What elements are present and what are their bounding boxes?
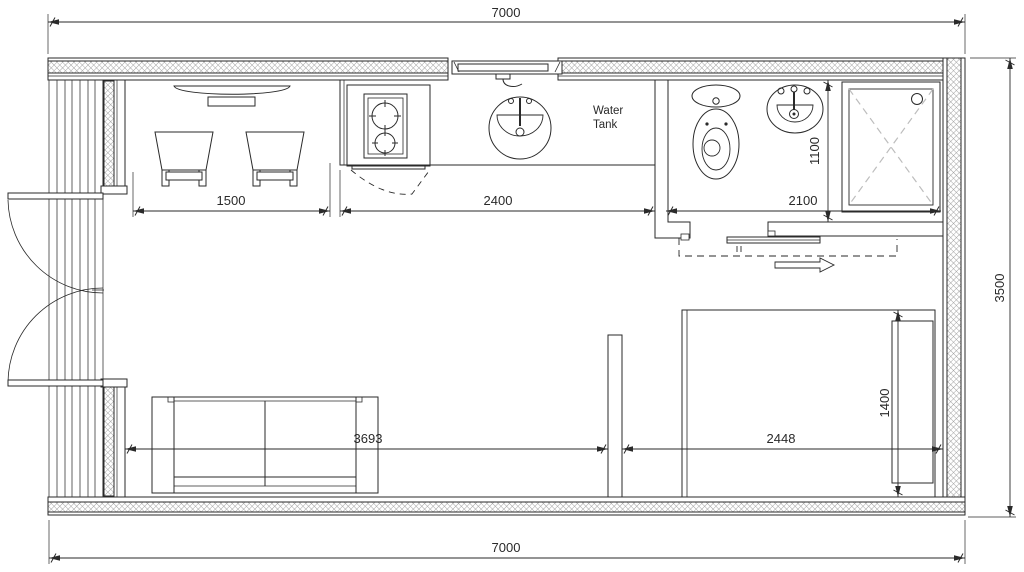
- double-entry-door: [7, 192, 104, 387]
- bathroom-wall-bottom: [767, 221, 944, 237]
- sliding-door: [678, 236, 898, 273]
- kitchen-sink: [488, 96, 552, 160]
- wall-bottom: [47, 496, 966, 516]
- bathroom-basin: [766, 84, 824, 134]
- window-leaf: [457, 63, 549, 72]
- stove: [363, 93, 408, 159]
- wall-right: [942, 57, 966, 516]
- shower-drain: [911, 93, 923, 105]
- bed-headboard: [891, 320, 934, 484]
- dimension-height-right: [968, 57, 1016, 518]
- slide-direction-arrow: [774, 257, 836, 273]
- wall-top: [47, 57, 966, 81]
- dining-set: [154, 85, 305, 187]
- chair: [245, 131, 305, 187]
- partition-wall: [607, 334, 623, 498]
- dining-table: [173, 85, 291, 95]
- dim-label-bathroom-depth: 1100: [807, 137, 822, 165]
- door-leaf-bottom: [7, 379, 104, 387]
- window-hinge-marks: [453, 61, 561, 73]
- door-stop: [767, 230, 776, 237]
- window-handle-curve: [502, 78, 523, 87]
- dim-label-kitchen: 2400: [484, 193, 513, 208]
- kitchen: [339, 80, 656, 195]
- water-tank-label: Water Tank: [593, 105, 626, 131]
- door-leaf-top: [7, 192, 104, 200]
- sliding-door-track-dashed: [678, 238, 898, 257]
- door-stop: [680, 233, 690, 241]
- cabinet-swing-dashed: [350, 169, 430, 195]
- dimension-dining: [132, 163, 331, 217]
- dim-label-dining: 1500: [217, 193, 246, 208]
- shower-cross: [848, 88, 934, 206]
- dim-label-bed-depth: 1400: [877, 389, 892, 418]
- dimension-width-bottom: [48, 520, 966, 564]
- bathroom-wall-left: [654, 79, 691, 239]
- shower: [841, 81, 941, 213]
- dim-label-width-top: 7000: [492, 5, 521, 20]
- dining-table-base: [207, 96, 256, 107]
- dim-label-bed-length: 2448: [767, 431, 796, 446]
- kitchen-window: [447, 58, 563, 87]
- dimension-kitchen: [339, 170, 655, 217]
- bathroom: [654, 79, 944, 273]
- dim-label-width-bottom: 7000: [492, 540, 521, 555]
- sofa: [151, 396, 379, 494]
- door-swing-arc-bottom: [7, 287, 104, 383]
- door-swing-arc-top: [7, 199, 104, 294]
- wall-left-upper: [100, 79, 128, 195]
- wall-left-lower: [100, 378, 128, 498]
- dimensions: [47, 14, 1016, 564]
- chair: [154, 131, 214, 187]
- bed: [681, 309, 936, 498]
- dim-label-living: 3693: [354, 431, 383, 446]
- exterior-walls: [47, 57, 966, 516]
- dimension-width-top: [47, 14, 966, 54]
- stove-cabinet-lip: [351, 165, 426, 170]
- window-handle: [495, 73, 511, 80]
- dim-label-height-right: 3500: [992, 274, 1007, 303]
- wall-left-segments: [100, 79, 128, 498]
- dim-label-bathroom-width: 2100: [789, 193, 818, 208]
- toilet: [691, 84, 741, 180]
